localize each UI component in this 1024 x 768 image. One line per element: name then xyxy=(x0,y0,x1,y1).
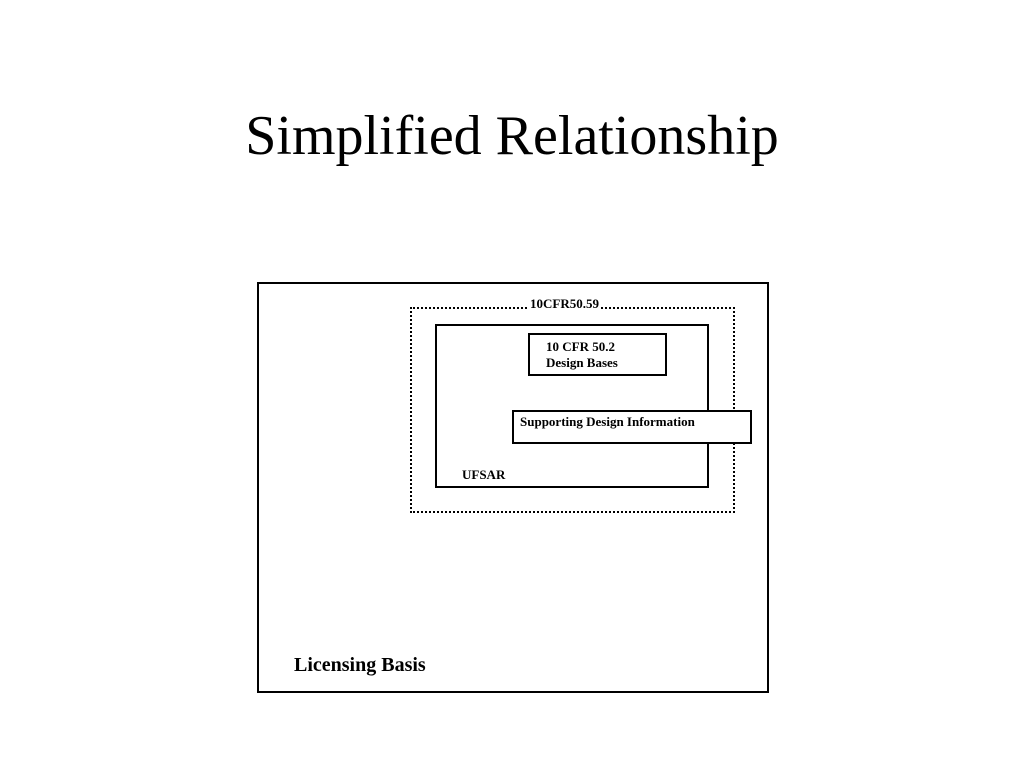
design-bases-label: 10 CFR 50.2 Design Bases xyxy=(546,339,618,371)
supporting-design-information-box xyxy=(512,410,752,444)
slide-title: Simplified Relationship xyxy=(245,105,779,167)
cfr-50-59-label: 10CFR50.59 xyxy=(528,296,601,311)
design-bases-box xyxy=(528,333,667,376)
design-bases-line-2: Design Bases xyxy=(546,355,618,370)
supporting-design-information-label: Supporting Design Information xyxy=(520,414,695,429)
licensing-basis-label: Licensing Basis xyxy=(294,654,426,676)
ufsar-label: UFSAR xyxy=(462,467,506,482)
design-bases-line-1: 10 CFR 50.2 xyxy=(546,339,615,354)
